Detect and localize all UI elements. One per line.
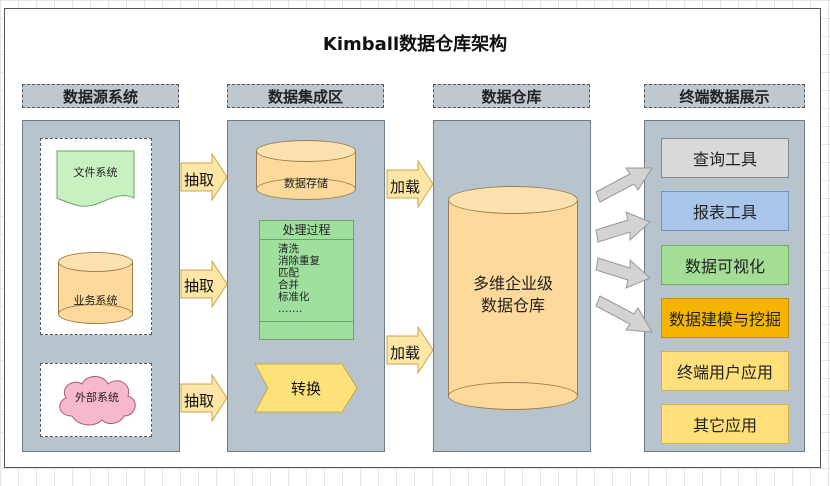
load-arrow-1 bbox=[386, 160, 434, 208]
query-tool-button[interactable]: 查询工具 bbox=[661, 138, 789, 178]
header-presentation: 终端数据展示 bbox=[644, 84, 805, 108]
data-visualization-button[interactable]: 数据可视化 bbox=[661, 245, 789, 285]
header-warehouse: 数据仓库 bbox=[433, 84, 590, 108]
data-modeling-mining-button[interactable]: 数据建模与挖掘 bbox=[661, 298, 789, 338]
data-storage-cylinder: 数据存储 bbox=[256, 140, 356, 200]
end-user-app-button[interactable]: 终端用户应用 bbox=[661, 351, 789, 391]
business-system-label: 业务系统 bbox=[73, 294, 118, 307]
process-item-match: 匹配 bbox=[278, 267, 299, 279]
file-system-label: 文件系统 bbox=[73, 166, 118, 179]
header-integration: 数据集成区 bbox=[227, 84, 384, 108]
process-title: 处理过程 bbox=[260, 221, 353, 240]
process-item-more: ……. bbox=[278, 303, 303, 315]
extract-label-3: 抽取 bbox=[184, 392, 215, 410]
cloud-icon bbox=[59, 376, 136, 426]
process-item-clean: 清洗 bbox=[278, 243, 299, 255]
extract-label-1: 抽取 bbox=[184, 171, 215, 189]
report-tool-button[interactable]: 报表工具 bbox=[661, 191, 789, 231]
diagram-title: Kimball数据仓库架构 bbox=[322, 34, 508, 55]
document-icon bbox=[56, 150, 135, 207]
other-app-button[interactable]: 其它应用 bbox=[661, 404, 789, 444]
load-label-2: 加载 bbox=[390, 344, 421, 362]
process-item-standardize: 标准化 bbox=[278, 291, 310, 303]
output-arrows bbox=[595, 167, 653, 333]
process-item-merge: 合并 bbox=[278, 279, 299, 291]
process-box: 处理过程 清洗 消除重复 匹配 合并 标准化 ……. bbox=[259, 220, 354, 340]
external-system-label: 外部系统 bbox=[75, 391, 119, 404]
warehouse-line2: 数据仓库 bbox=[480, 296, 545, 315]
extract-label-2: 抽取 bbox=[184, 277, 215, 295]
extract-arrow-2 bbox=[180, 260, 228, 308]
business-system-cylinder: 业务系统 bbox=[58, 252, 133, 324]
load-arrow-2 bbox=[386, 326, 434, 374]
transform-label: 转换 bbox=[290, 380, 321, 398]
load-label-1: 加载 bbox=[390, 178, 421, 196]
warehouse-line1: 多维企业级 bbox=[472, 274, 553, 293]
extract-arrow-3 bbox=[180, 374, 228, 422]
warehouse-cylinder: 多维企业级 数据仓库 bbox=[448, 186, 578, 410]
transform-shape bbox=[254, 363, 358, 413]
extract-arrow-1 bbox=[180, 153, 228, 201]
data-storage-label: 数据存储 bbox=[284, 177, 328, 190]
header-sources: 数据源系统 bbox=[22, 84, 179, 108]
process-item-dedupe: 消除重复 bbox=[278, 255, 320, 267]
